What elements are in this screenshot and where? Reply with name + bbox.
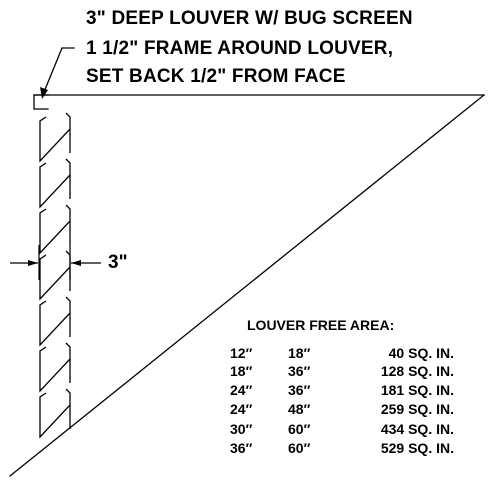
row-width: 36″ [230,440,253,456]
row-height: 60″ [288,440,311,456]
louver-blade [39,112,71,163]
row-width: 12″ [230,345,253,361]
row-width: 18″ [230,363,253,379]
leader-line [43,47,75,93]
louver-blade [39,250,71,301]
roof-slope-line [9,94,485,477]
row-area: 259 SQ. IN. [380,401,454,417]
row-area: 434 SQ. IN. [380,421,454,437]
depth-dimension [10,245,101,280]
louver-note-line-1: 3" DEEP LOUVER W/ BUG SCREEN [86,8,413,29]
louver-note-line-2: 1 1/2" FRAME AROUND LOUVER, [86,38,394,59]
louver-blades [39,112,71,439]
row-width: 24″ [230,401,253,417]
louver-blade [39,296,71,347]
louver-depth-dimension-label: 3" [108,252,128,273]
row-height: 36″ [288,382,311,398]
dimension-arrow-right [71,260,81,266]
row-height: 36″ [288,363,311,379]
leader-arrowhead [40,87,48,99]
row-height: 60″ [288,421,311,437]
row-width: 24″ [230,382,253,398]
row-width: 30″ [230,421,253,437]
louver-blade [39,342,71,393]
row-area: 529 SQ. IN. [380,440,454,456]
louver-note-line-3: SET BACK 1/2" FROM FACE [86,66,346,87]
louver-blade [39,204,71,255]
dimension-arrow-left [28,260,38,266]
row-area: 40 SQ. IN. [388,345,454,361]
row-area: 128 SQ. IN. [380,363,454,379]
louver-blade [39,158,71,209]
free-area-table-title: LOUVER FREE AREA: [247,317,395,333]
row-height: 18″ [288,345,311,361]
louver-blade [39,388,71,439]
louver-frame-corner [33,94,49,110]
row-area: 181 SQ. IN. [380,382,454,398]
row-height: 48″ [288,401,311,417]
